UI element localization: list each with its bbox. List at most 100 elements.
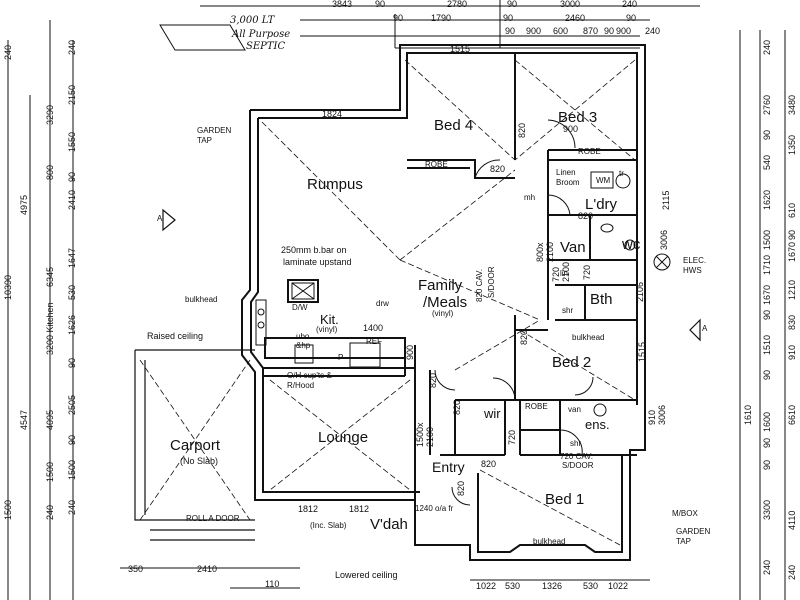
- room-carport: Carport: [170, 437, 221, 454]
- dim-right-outer-6: 830: [787, 314, 797, 330]
- bulkhead-bed-2: bulkhead: [572, 333, 605, 342]
- dim-right-mid-9: 2100: [561, 261, 571, 282]
- dim-left-outer-11: 1500: [3, 499, 13, 520]
- dim-right-mid-8: 720: [551, 266, 561, 282]
- robe-bed-2: ROBE: [525, 402, 548, 411]
- dim-top-12: 900: [526, 26, 542, 36]
- garden-tap-bottom-2: TAP: [676, 537, 691, 546]
- trough-fixture: [615, 173, 631, 189]
- dim-top-18: 1515: [450, 44, 471, 54]
- dim-right-mid-5: 1515: [637, 341, 647, 362]
- dim-right-outer-0: 3480: [787, 94, 797, 115]
- vanity-ensuite-label: van: [568, 405, 581, 414]
- dim-right-outer-1: 1350: [787, 134, 797, 155]
- right-dimension-lines: [739, 30, 786, 600]
- dim-inner-1812-a: 1812: [298, 504, 319, 514]
- room-wir: wir: [484, 406, 501, 421]
- dim-inner-1500x: 1500x: [415, 422, 425, 447]
- dim-left-outer-10: 240: [45, 504, 55, 520]
- section-marker-a-right: A: [702, 324, 708, 333]
- dim-right-outer-7: 910: [787, 344, 797, 360]
- dim-inner-820-bed2: 820: [519, 329, 529, 345]
- section-marker-a-left: A: [157, 214, 163, 223]
- dim-inner-900-bed3: 900: [563, 124, 579, 134]
- washing-machine-label: WM: [596, 176, 611, 185]
- dim-left-inner-2: 1550: [67, 131, 77, 152]
- dim-top-10: 90: [626, 13, 637, 23]
- dim-right-inner-8: 90: [762, 309, 772, 320]
- dim-left-outer-9: 1500: [45, 461, 55, 482]
- dim-inner-820-lounge: 820: [428, 372, 438, 388]
- dim-right-inner-2: 90: [762, 129, 772, 140]
- garden-tap-top: GARDEN: [197, 126, 232, 135]
- dim-right-inner-13: 90: [762, 459, 772, 470]
- broom-label: Broom: [556, 178, 580, 187]
- dim-inner-720-bth: 720: [582, 264, 592, 280]
- dim-right-mid-0: 2115: [661, 190, 671, 210]
- roll-a-door-label: ROLL A DOOR: [186, 514, 240, 523]
- bottom-dimension-lines: [120, 567, 650, 589]
- room-entry: Entry: [432, 459, 465, 475]
- shower-ensuite-label: shr: [570, 439, 582, 448]
- dim-right-mid-6: 800x: [535, 242, 545, 262]
- dim-right-inner-12: 90: [762, 437, 772, 448]
- dim-top-8: 90: [503, 13, 514, 23]
- room-meals: /Meals: [423, 294, 468, 311]
- dim-left-inner-5: 1647: [67, 247, 77, 268]
- washing-machine: [590, 171, 614, 189]
- verandah-slab-note: (Inc. Slab): [310, 521, 347, 530]
- dim-top-16: 900: [616, 26, 632, 36]
- dim-right-inner-3: 540: [762, 154, 772, 170]
- room-laundry: L'dry: [585, 196, 618, 213]
- basin: [600, 223, 614, 233]
- room-rumpus: Rumpus: [307, 176, 363, 193]
- dim-bottom-2410: 2410: [197, 564, 218, 574]
- trough-label: tr: [619, 169, 624, 178]
- hws-label: HWS: [683, 266, 702, 275]
- dim-top-5: 240: [622, 0, 638, 9]
- dim-left-inner-12: 240: [67, 499, 77, 515]
- external-walls: [241, 44, 646, 561]
- dim-inner-820-entry-2: 820: [456, 480, 466, 496]
- room-ensuite: ens.: [585, 417, 610, 432]
- dim-right-inner-14: 3300: [762, 499, 772, 520]
- dim-right-outer-10: 4110: [787, 510, 797, 530]
- dim-right-outer-3: 90: [787, 229, 797, 240]
- shower-bath-label: shr: [562, 306, 574, 315]
- dim-bottom-530-a: 530: [505, 581, 521, 591]
- cavity-door-bed-1-2: S/DOOR: [562, 461, 594, 470]
- frame-note: 1240 o/a fr: [415, 504, 454, 513]
- dim-inner-820-entry: 820: [481, 459, 497, 469]
- internal-walls: [263, 53, 637, 500]
- dim-inner-820-ldry: 820: [578, 211, 594, 221]
- hws-circle: [653, 253, 671, 271]
- dim-left-inner-3: 90: [67, 171, 77, 182]
- dim-right-outer-4: 1670: [787, 241, 797, 262]
- dim-right-inner-9: 1510: [762, 334, 772, 355]
- dim-left-outer-8: 4547: [19, 409, 29, 430]
- room-bed-1: Bed 1: [545, 491, 585, 508]
- left-dimension-lines: [7, 20, 74, 600]
- dim-top-17: 240: [645, 26, 661, 36]
- dim-right-mid-1: 3006: [659, 229, 669, 250]
- hotplate-label: &hp: [296, 341, 311, 350]
- cavity-door-family-2: S/DOOR: [487, 266, 496, 298]
- dim-inner-2100: 2100: [425, 426, 435, 447]
- septic-note-line2: All Purpose: [232, 29, 291, 40]
- drawers-label: drw: [376, 299, 389, 308]
- overhead-cupboards-1: O/H cup'ts &: [287, 371, 332, 380]
- dim-right-inner-6: 1710: [762, 254, 772, 275]
- dim-inner-1812-b: 1812: [349, 504, 370, 514]
- dim-top-1: 90: [375, 0, 386, 9]
- robe-bed-3: ROBE: [578, 147, 601, 156]
- dishwasher-label: D/W: [292, 303, 308, 312]
- dim-top-9: 2460: [565, 13, 586, 23]
- dim-inner-820-bed3: 820: [517, 122, 527, 138]
- dim-right-outer-8: 6610: [787, 404, 797, 425]
- meals-floor-finish: (vinyl): [432, 309, 454, 318]
- carport-outline: [134, 349, 255, 541]
- lowered-ceiling-note: Lowered ceiling: [335, 570, 398, 580]
- room-bathroom: Bth: [590, 291, 613, 308]
- dim-top-7: 1790: [431, 13, 452, 23]
- breakfast-bar-note-1: 250mm b.bar on: [281, 245, 347, 255]
